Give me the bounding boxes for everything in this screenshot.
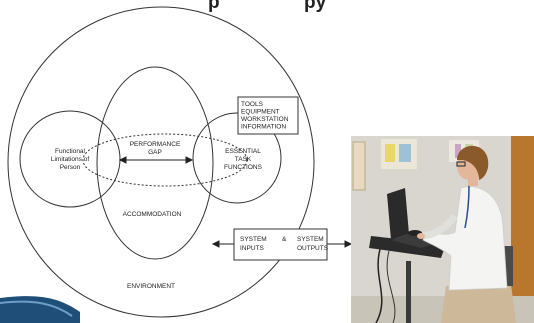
workstation-photo [351,136,534,323]
person-coat [422,186,508,291]
label-functional-line1: Functional [55,148,86,155]
environment-circle [7,6,315,318]
label-gap: GAP [148,149,162,156]
system-inputs-line2: INPUTS [240,245,265,252]
person-pants [441,284,516,323]
gap-double-arrow [118,156,194,164]
workstation-label: WORKSTATION [241,116,289,123]
wall-poster-left [352,141,366,191]
task-circle [192,112,282,204]
information-label: INFORMATION [241,124,286,131]
workstation-photo-illustration [351,136,534,323]
equipment-label: EQUIPMENT [241,109,280,116]
system-outputs-line1: SYSTEM [297,236,324,243]
laptop [387,188,409,240]
label-accommodation: ACCOMMODATION [123,211,182,218]
label-task: TASK [235,156,252,163]
system-ampersand: & [282,236,287,243]
accent-bar [0,296,80,323]
accent-bar-highlight [0,300,73,317]
label-functions: FUNCTIONS [224,164,263,171]
door [511,136,534,323]
system-inputs-line1: SYSTEM [240,236,267,243]
person-circle [19,110,121,208]
label-performance: PERFORMANCE [130,141,181,148]
label-environment: ENVIRONMENT [127,283,175,290]
tools-label: TOOLS [241,101,264,108]
title-fragment-left: p [208,0,220,13]
accommodation-ellipse [96,66,214,260]
person-hair [457,145,489,180]
label-essential: ESSENTIAL [225,148,261,155]
label-functional-line3: Person [60,164,81,171]
performance-gap-ellipse [82,133,248,187]
workstation-stand [406,261,411,323]
tools-box [237,96,299,135]
title-fragment-right: py [304,0,327,13]
system-outputs-line2: OUTPUTS [297,245,329,252]
system-io-box [233,228,328,261]
system-io-arrows [211,240,353,248]
label-functional-line2: Limitations of [51,156,89,163]
